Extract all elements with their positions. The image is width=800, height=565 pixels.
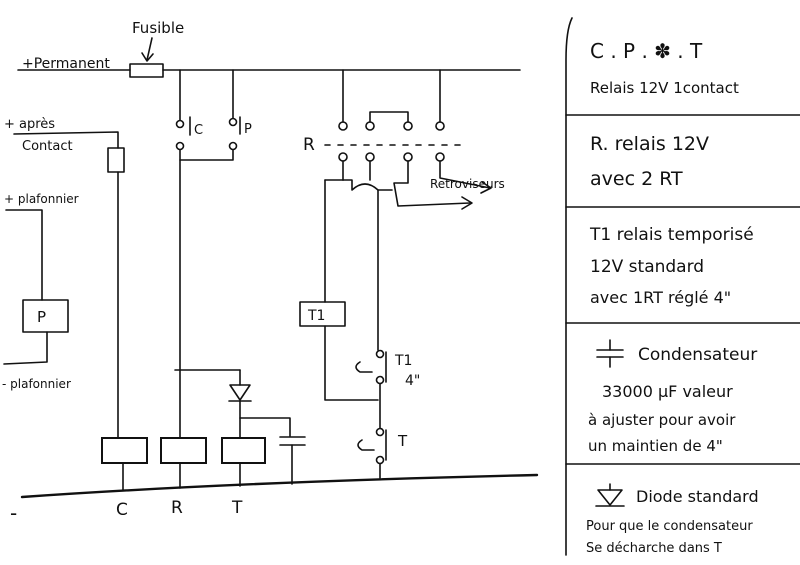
p-contact-bottom [228,141,238,151]
fusible-label: Fusible [132,19,184,37]
legend-diode-symbol [597,489,623,506]
legend-cond-title: Condensateur [638,345,757,365]
t1-contact-bottom [375,375,385,385]
p-contact-label: P [244,122,252,137]
apres-fuse [107,147,125,173]
t1-wire-below [324,325,379,401]
r-contact-4 [435,121,445,131]
t1-box-label: T1 [307,308,325,324]
legend-diode-line2: Se décharche dans T [586,541,722,556]
cap-feed [239,417,291,437]
p-box [22,299,69,333]
legend-t1-line2: 12V standard [590,257,704,277]
wire-hop [342,179,393,191]
apres-wire-top [13,131,119,149]
ground-rail [20,473,539,499]
t1-contact-hook [355,361,373,373]
legend-border [565,17,573,556]
plafonnier-wire-bottom [3,331,48,365]
t-contact-label: T [397,432,408,450]
t1-delay-label: 4" [405,373,420,389]
t-contact-top [375,427,385,437]
fuse-arrow-head [141,52,154,62]
legend-cpt-desc: Relais 12V 1contact [590,79,739,97]
p-box-label: P [37,308,46,326]
legend-cond-line3: un maintien de 4" [588,437,723,455]
r-contact-5 [338,152,348,162]
bottom-label-c: C [116,500,128,520]
t1-contact-top [375,349,385,359]
fuse-arrow [146,37,153,61]
bottom-label-t: T [231,498,243,518]
legend-cond-line2: à ajuster pour avoir [588,411,736,429]
diode-symbol [229,384,251,401]
plafonnier-minus-label: - plafonnier [2,377,71,391]
contact-label: Contact [22,139,73,154]
cp-bridge [179,149,234,161]
r-contact-6 [365,152,375,162]
bottom-label-r: R [171,498,183,518]
t1-contact-label: T1 [394,353,412,369]
r-label: R [303,135,315,155]
coil-c [101,437,148,464]
ground-label: - [10,501,17,525]
legend-diode-line1: Pour que le condensateur [586,519,753,534]
legend-cpt-title: C . P . ✽ . T [590,39,703,63]
legend-diode-title: Diode standard [636,487,759,506]
c-contact-bottom [175,141,185,151]
c-contact-top [175,119,185,129]
r-contact-1 [338,121,348,131]
fuse [129,63,164,78]
r-top-bridge [369,111,409,123]
apres-label: + après [4,117,55,132]
t1-box [299,301,346,327]
r-contact-3 [403,121,413,131]
r-contact-7 [403,152,413,162]
legend-cond-line1: 33000 µF valeur [602,382,733,401]
retro-arrow-1 [480,181,492,194]
retro-arrow-2 [461,196,473,210]
p-contact-top [228,117,238,127]
legend-t1-line3: avec 1RT réglé 4" [590,288,731,307]
t-contact-hook [357,439,375,451]
legend-r-desc: avec 2 RT [590,168,683,190]
plafonnier-wire-top [5,209,43,301]
t-contact-bottom [375,455,385,465]
legend-r-title: R. relais 12V [590,133,709,155]
r-contact-2 [365,121,375,131]
legend-t1-title: T1 relais temporisé [589,225,754,245]
retro-wire-1 [439,160,491,189]
retro-wire-2 [393,160,471,207]
r-contact-8 [435,152,445,162]
coil-r [160,437,207,464]
coil-t [221,437,266,464]
permanent-label: +Permanent [22,56,110,72]
plafonnier-plus-label: + plafonnier [4,192,79,206]
retroviseurs-label: Retroviseurs [430,177,505,191]
c-contact-label: C [194,123,203,138]
